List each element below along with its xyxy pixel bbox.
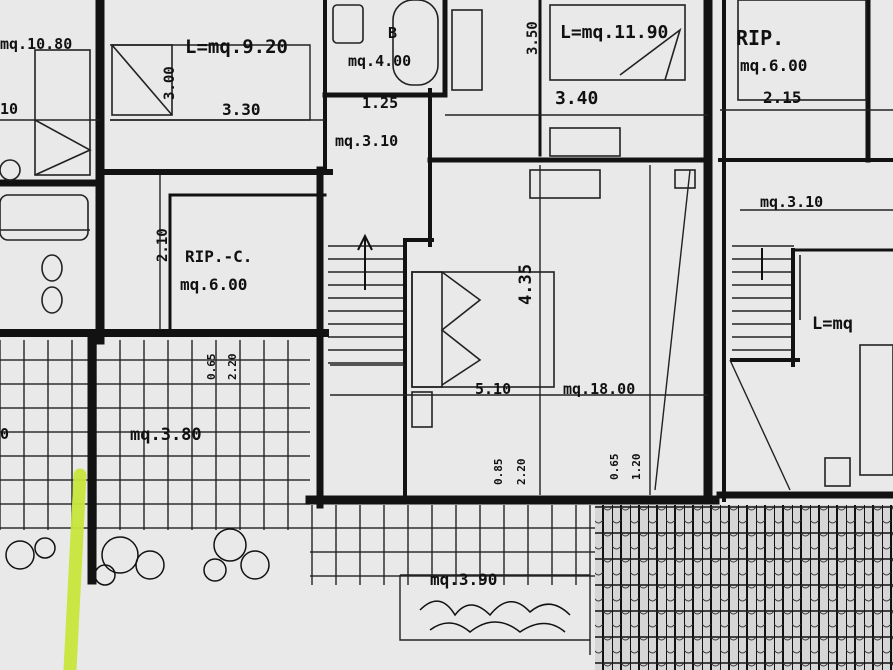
room-code-bath: B	[388, 24, 398, 42]
dim-storage-c-v: 2.10	[155, 228, 171, 262]
highlighter-mark	[63, 468, 87, 670]
room-area-room-a: L=mq.9.20	[185, 36, 288, 58]
dim-left-bath: 10	[0, 100, 19, 118]
room-area-hall-center: mq.3.10	[335, 132, 399, 150]
dim-room-a-h: 3.30	[222, 100, 261, 119]
terrace-tiles-left	[0, 340, 310, 530]
room-area-hall-right: mq.3.10	[760, 193, 824, 211]
room-code-storage-right: RIP.	[736, 26, 785, 50]
dim-window-a: 0.85	[492, 458, 505, 486]
thin-lines	[0, 44, 893, 655]
dim-bedroom-v: 4.35	[516, 264, 536, 305]
room-area-storage-right: mq.6.00	[740, 56, 808, 75]
terrace-tiles-bottom	[310, 505, 595, 585]
walls	[0, 0, 893, 585]
room-area-bedroom: mq.18.00	[563, 380, 636, 398]
dim-window-d: 1.20	[630, 453, 643, 481]
dim-window-b: 2.20	[515, 458, 528, 486]
dim-terrace-a: 0.65	[205, 353, 218, 381]
dim-storage-right: 2.15	[763, 88, 802, 107]
dim-terrace-left: 0	[0, 425, 10, 443]
room-area-left-bath: mq.10.80	[0, 35, 73, 53]
room-area-room-right: L=mq	[812, 314, 853, 334]
dim-bedroom-h: 5.10	[475, 380, 512, 398]
dim-room-b-v: 3.50	[525, 21, 541, 55]
dim-bath-h: 1.25	[362, 94, 399, 112]
room-area-terrace: mq.3.80	[130, 425, 202, 445]
room-area-storage-c: mq.6.00	[180, 275, 248, 294]
dim-room-a-v: 3.00	[162, 66, 178, 100]
fixtures	[0, 0, 893, 487]
roof-tiles	[595, 505, 893, 670]
room-area-garden: mq.3.90	[430, 570, 498, 589]
dim-terrace-b: 2.20	[226, 353, 239, 381]
room-area-room-b: L=mq.11.90	[560, 22, 669, 43]
dim-window-c: 0.65	[608, 453, 621, 481]
dim-room-b-h: 3.40	[555, 88, 599, 109]
garden-shrubs	[5, 528, 571, 633]
room-code-storage-c: RIP.-C.	[185, 247, 253, 266]
stair-arrow-center	[357, 233, 373, 290]
room-area-bath: mq.4.00	[348, 52, 412, 70]
